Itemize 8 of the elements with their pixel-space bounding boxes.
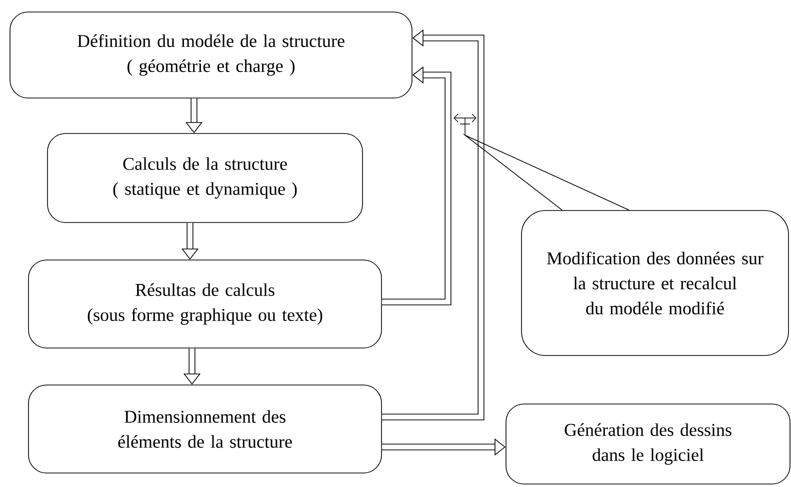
process-box: Définition du modéle de la structure ( géométrie et charge )	[10, 12, 412, 98]
process-box: Génération des dessins dans le logiciel	[506, 404, 790, 484]
process-box: Calculs de la structure ( statique et dynamique )	[47, 133, 363, 223]
process-box: Dimensionnement des éléments de la structure	[28, 384, 382, 474]
callout-bubble: Modification des données sur la structure et recalcul du modéle modifié	[521, 210, 789, 356]
process-box: Résultas de calculs (sous forme graphique ou texte)	[28, 260, 382, 348]
callout-tail	[462, 133, 630, 210]
double-arrow-symbol	[454, 114, 476, 136]
